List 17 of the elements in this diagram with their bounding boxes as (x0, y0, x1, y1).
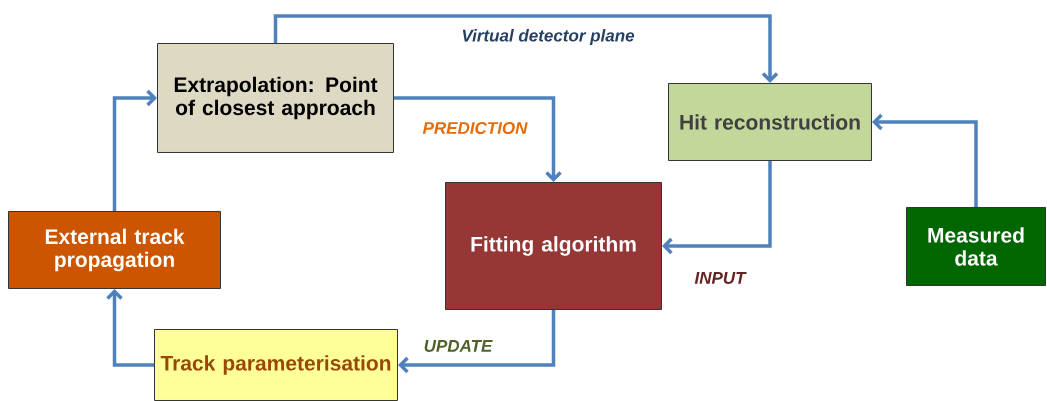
edge-label: PREDICTION (421, 121, 529, 135)
arrow (112, 89, 157, 211)
arrow (872, 113, 978, 207)
edge-label: Virtual detector plane (460, 28, 636, 46)
process-box: External track propagation (8, 211, 221, 289)
process-box: Hit reconstruction (668, 83, 872, 161)
arrow (394, 96, 562, 182)
arrow (398, 310, 556, 374)
arrow (662, 161, 772, 255)
process-box: Fitting algorithm (445, 182, 662, 310)
edge-label: UPDATE (422, 339, 494, 353)
process-box: Track parameterisation (154, 329, 398, 401)
arrow (106, 289, 154, 367)
edge-label: INPUT (693, 271, 747, 285)
arrow (273, 14, 779, 83)
process-box: Extrapolation: Point of closest approach (157, 43, 394, 153)
process-box: Measured data (906, 207, 1046, 286)
